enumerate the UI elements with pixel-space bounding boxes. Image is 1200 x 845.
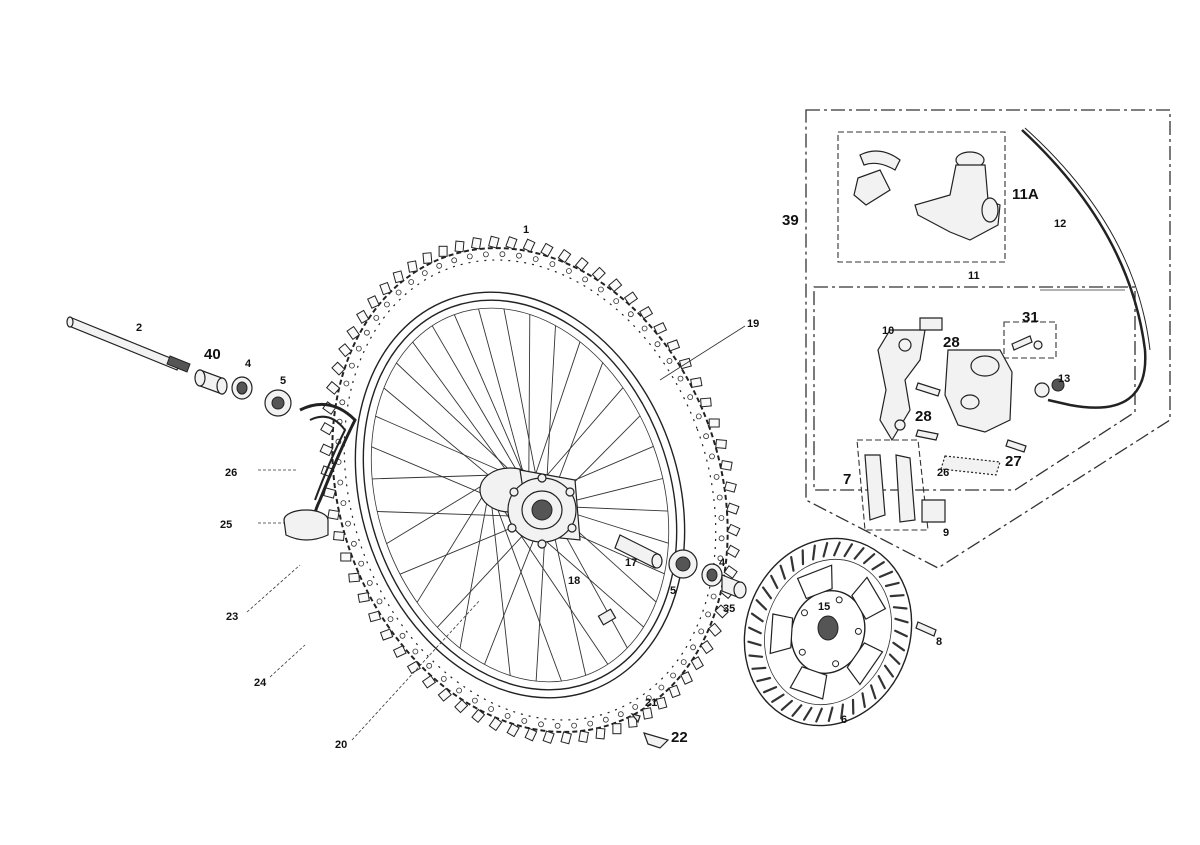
caliper-bracket bbox=[877, 329, 926, 442]
hub bbox=[479, 467, 581, 549]
label-13: 13 bbox=[1058, 373, 1070, 385]
leader-lines bbox=[246, 289, 1125, 741]
label-4: 4 bbox=[245, 358, 252, 370]
label-17: 17 bbox=[625, 557, 637, 569]
tire bbox=[319, 235, 741, 745]
axle bbox=[66, 316, 191, 373]
label-28: 28 bbox=[943, 334, 960, 351]
pad-pin bbox=[1011, 335, 1043, 351]
label-26: 26 bbox=[225, 467, 237, 479]
label-5: 5 bbox=[280, 375, 286, 387]
pads-box bbox=[856, 439, 929, 531]
caliper-bolt-lower bbox=[915, 429, 939, 441]
brake-assembly-outline bbox=[805, 109, 1171, 569]
label-11A: 11A bbox=[1012, 186, 1039, 203]
rim-strip bbox=[283, 509, 329, 541]
label-20: 20 bbox=[335, 739, 347, 751]
label-4: 4 bbox=[719, 557, 726, 569]
brake-disc bbox=[743, 537, 913, 727]
label-2: 2 bbox=[136, 322, 142, 334]
label-25: 25 bbox=[220, 519, 232, 531]
valve-nut bbox=[643, 732, 670, 749]
left-spacer bbox=[194, 369, 228, 395]
label-10: 10 bbox=[882, 325, 894, 337]
label-8: 8 bbox=[936, 636, 942, 648]
label-15: 15 bbox=[818, 601, 830, 613]
left-bearing bbox=[231, 376, 253, 400]
label-26: 26 bbox=[937, 467, 949, 479]
right-seal bbox=[668, 549, 698, 579]
label-40: 40 bbox=[204, 346, 221, 363]
label-18: 18 bbox=[568, 575, 580, 587]
label-28: 28 bbox=[915, 408, 932, 425]
brake-lever-clamp bbox=[853, 150, 901, 206]
label-5: 5 bbox=[670, 585, 676, 597]
label-12: 12 bbox=[1054, 218, 1066, 230]
master-cylinder bbox=[914, 151, 1001, 241]
bracket-bolt bbox=[919, 317, 943, 331]
valve bbox=[597, 608, 617, 626]
pad-spring bbox=[940, 455, 1001, 476]
label-31: 31 bbox=[1022, 309, 1039, 326]
valve-cap bbox=[630, 713, 641, 724]
label-35: 35 bbox=[723, 603, 735, 615]
banjo-bolt bbox=[1034, 378, 1065, 398]
brake-hose bbox=[1021, 127, 1151, 409]
left-seal bbox=[264, 389, 292, 417]
rim bbox=[354, 291, 686, 699]
label-1: 1 bbox=[523, 224, 529, 236]
bleed-screw bbox=[1005, 439, 1027, 453]
pad-shim bbox=[921, 499, 946, 523]
label-21: 21 bbox=[645, 697, 657, 709]
label-19: 19 bbox=[747, 318, 759, 330]
label-24: 24 bbox=[254, 677, 267, 689]
label-7: 7 bbox=[843, 471, 851, 488]
label-39: 39 bbox=[782, 212, 799, 229]
label-27: 27 bbox=[1005, 453, 1022, 470]
spacer bbox=[614, 534, 663, 569]
label-23: 23 bbox=[226, 611, 238, 623]
master-cylinder-box bbox=[837, 131, 1006, 263]
brake-pads bbox=[864, 454, 916, 523]
callout-labels: 1 2 40 4 5 26 25 23 24 20 18 17 5 4 35 1… bbox=[136, 186, 1070, 751]
label-22: 22 bbox=[671, 729, 688, 746]
right-spacer bbox=[721, 574, 747, 599]
label-11: 11 bbox=[968, 270, 980, 282]
caliper-body bbox=[944, 349, 1013, 433]
label-9: 9 bbox=[943, 527, 949, 539]
disc-bolt bbox=[915, 621, 937, 637]
caliper-bolt-upper bbox=[915, 382, 941, 397]
label-6: 6 bbox=[841, 714, 847, 726]
